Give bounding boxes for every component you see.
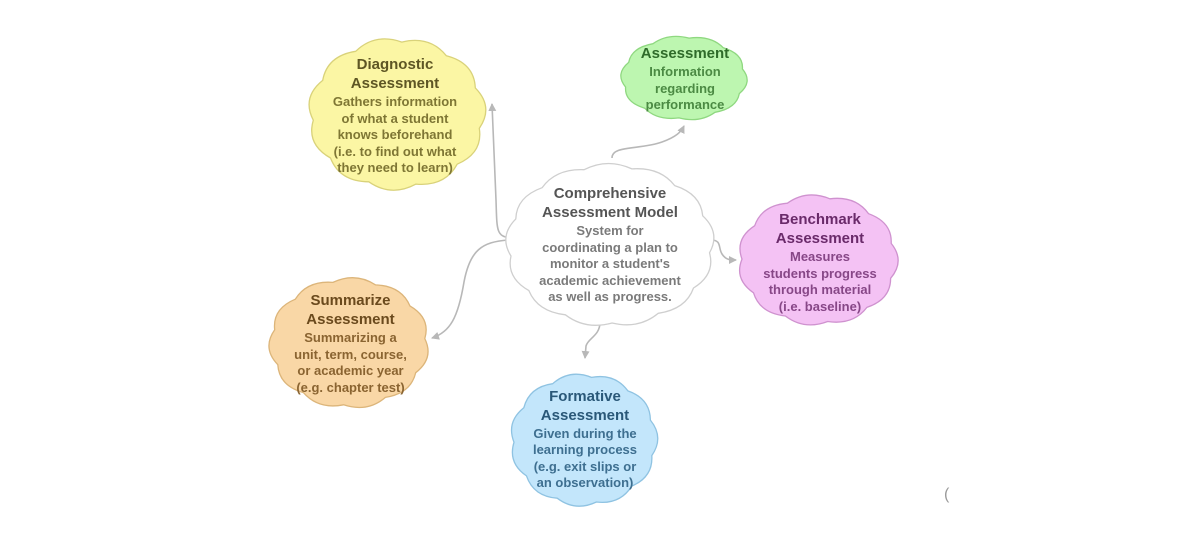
connector-to-information: [611, 125, 685, 159]
cloud-benchmark: [738, 194, 899, 326]
node-benchmark: Benchmark Assessment Measures students p…: [740, 205, 900, 320]
cloud-formative: [510, 373, 659, 507]
node-information-desc: Information regarding performance: [645, 64, 725, 113]
node-benchmark-title: Benchmark Assessment: [775, 211, 865, 247]
node-summarize: Summarize Assessment Summarizing a unit,…: [268, 287, 433, 400]
node-formative-title: Formative Assessment: [540, 387, 630, 424]
node-information: Assessment Information regarding perform…: [615, 40, 755, 118]
node-diagnostic-desc: Gathers information of what a student kn…: [332, 94, 458, 176]
node-summarize-desc: Summarizing a unit, term, course, or aca…: [294, 330, 407, 395]
cloud-summarize: [268, 277, 429, 409]
node-center-title: Comprehensive Assessment Model: [542, 185, 678, 222]
node-center-desc: System for coordinating a plan to monito…: [539, 223, 681, 305]
connector-to-benchmark: [710, 239, 737, 264]
node-diagnostic-title: Diagnostic Assessment: [350, 56, 440, 93]
node-formative: Formative Assessment Given during the le…: [510, 383, 660, 495]
cloud-group: [268, 35, 899, 507]
stray-mark: (: [944, 486, 950, 503]
node-information-title: Assessment: [640, 45, 730, 63]
cloud-diagnostic: [308, 38, 487, 191]
node-formative-desc: Given during the learning process (e.g. …: [532, 425, 638, 491]
cloud-center: [505, 162, 715, 326]
node-benchmark-desc: Measures students progress through mater…: [763, 249, 877, 314]
node-center: Comprehensive Assessment Model System fo…: [505, 170, 715, 320]
connector-to-summarize: [431, 239, 509, 340]
node-summarize-title: Summarize Assessment: [306, 292, 395, 328]
cloud-information: [620, 35, 748, 121]
connector-to-formative: [581, 321, 601, 359]
node-diagnostic: Diagnostic Assessment Gathers informatio…: [305, 46, 485, 186]
